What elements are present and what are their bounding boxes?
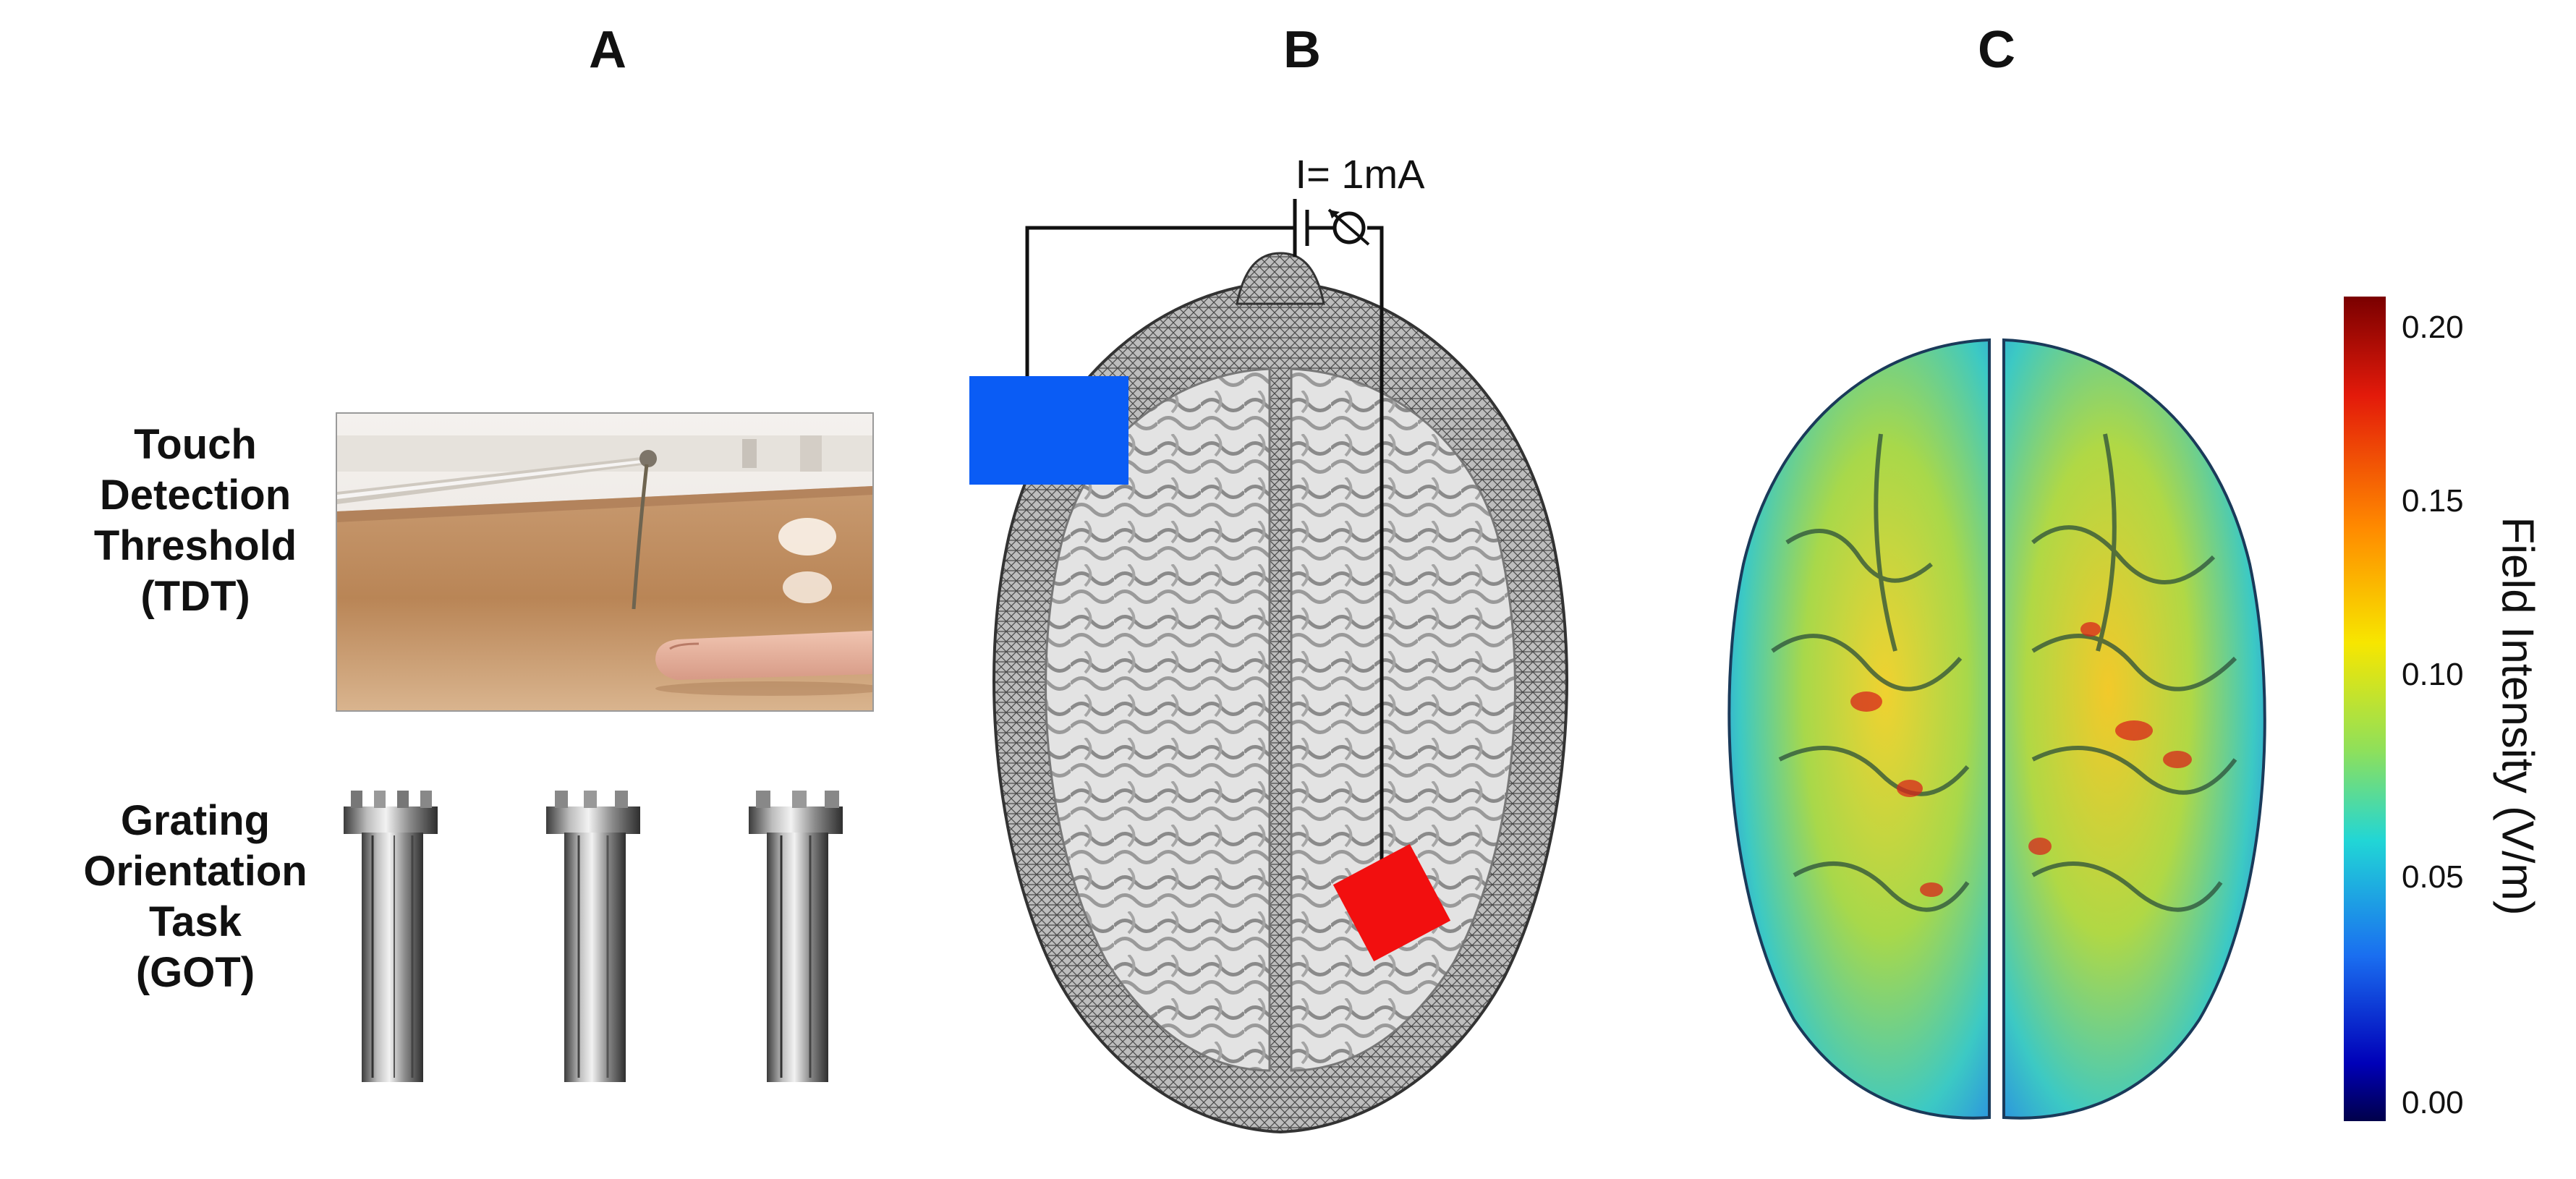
colorbar-tick: 0.20 (2402, 310, 2464, 345)
panel-b-letter: B (1283, 21, 1321, 79)
cathode-electrode (1332, 843, 1451, 962)
left-hemisphere (1045, 367, 1271, 1072)
got-label-line: Task (149, 898, 242, 945)
panel-c-letter: C (1978, 21, 2015, 79)
grating-cylinder-1 (344, 791, 438, 1082)
tdt-label-line: (TDT) (140, 573, 250, 620)
grating-cylinder-3 (749, 791, 843, 1082)
colorbar-label: Field Intensity (V/m) (2492, 516, 2543, 916)
colorbar-tick: 0.00 (2402, 1085, 2464, 1120)
got-label-line: Grating (120, 797, 271, 844)
circuit-wire (1367, 226, 1384, 924)
colorbar-tick: 0.15 (2402, 483, 2464, 519)
current-source-icon (1327, 208, 1370, 246)
gyri-pattern (1771, 433, 2237, 912)
tdt-label-line: Threshold (93, 522, 297, 569)
grating-cylinder-2 (546, 791, 640, 1082)
tdt-label: Touch Detection Threshold (TDT) (58, 420, 333, 622)
panel-a-letter: A (589, 21, 626, 79)
tdt-label-line: Detection (99, 472, 292, 519)
circuit-wire (1025, 226, 1295, 376)
got-photo (344, 791, 843, 1082)
head-model-diagram: I= 1mA (969, 151, 1568, 1134)
got-label-line: Orientation (83, 848, 307, 895)
tdt-label-line: Touch (134, 421, 257, 468)
current-label: I= 1mA (1296, 151, 1426, 197)
colorbar-tick: 0.10 (2402, 657, 2464, 692)
colorbar (2344, 297, 2386, 1121)
field-intensity-brain (1727, 338, 2266, 1120)
hotspots (1850, 622, 2192, 897)
nose-mesh (1236, 252, 1325, 305)
anode-electrode (969, 376, 1128, 485)
battery-icon (1293, 199, 1322, 257)
got-label: Grating Orientation Task (GOT) (58, 796, 333, 998)
tdt-photo (336, 412, 874, 712)
colorbar-tick: 0.05 (2402, 859, 2464, 895)
got-label-line: (GOT) (135, 949, 255, 996)
left-hemisphere-field (1727, 338, 1991, 1120)
